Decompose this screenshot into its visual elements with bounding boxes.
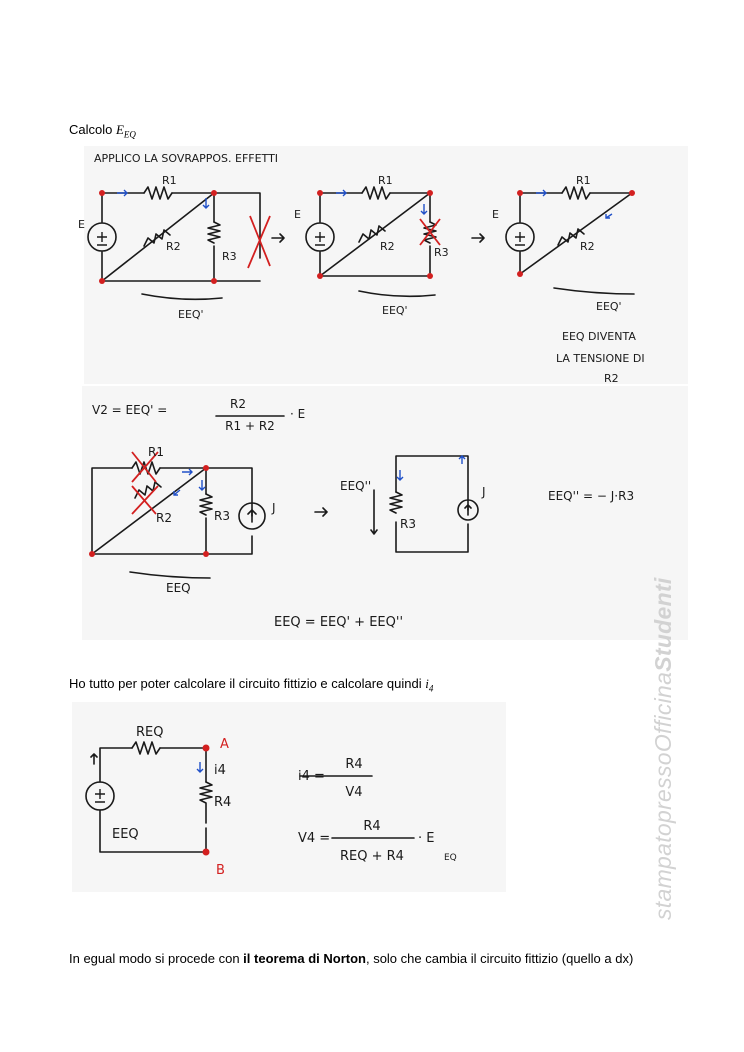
v4-formula-sub: EQ xyxy=(444,853,457,863)
i4-formula-den: V4 xyxy=(345,785,362,800)
sketch-caption: APPLICO LA SOVRAPPOS. EFFETTI xyxy=(94,152,278,165)
c4-r3-label: R3 xyxy=(214,509,230,523)
eeq-source-label: EEQ xyxy=(112,827,139,842)
c4-j-label: J xyxy=(271,501,276,515)
v2-tail: · E xyxy=(290,407,305,421)
c5-eeq-label: EEQ'' xyxy=(340,479,371,493)
c1-r1-label: R1 xyxy=(162,174,177,187)
c5-j-label: J xyxy=(481,485,486,499)
mid-var: i xyxy=(425,676,429,691)
superposition-sketch: APPLICO LA SOVRAPPOS. EFFETTI E R1 R2 R3… xyxy=(78,152,645,385)
bottom-bold: il teorema di Norton xyxy=(243,951,366,966)
note-line-2: LA TENSIONE DI xyxy=(556,352,645,365)
body-text-bottom: In egual modo si procede con il teorema … xyxy=(69,951,633,967)
eq-j-formula: EEQ'' = − J·R3 xyxy=(548,489,634,503)
c4-r1-label: R1 xyxy=(148,445,164,459)
c5-r3-label: R3 xyxy=(400,517,416,531)
v4-formula-num: R4 xyxy=(363,819,380,834)
c1-r2-label: R2 xyxy=(166,240,181,253)
heading-prefix: Calcolo xyxy=(69,122,116,137)
v2-lhs: V2 = EEQ' = xyxy=(92,403,167,417)
heading-var: E xyxy=(115,122,124,137)
watermark-b: Officina xyxy=(650,671,676,753)
c1-e-label: E xyxy=(78,218,85,231)
note-line-3: R2 xyxy=(604,372,619,385)
bottom-pre: In egual modo si procede con xyxy=(69,951,244,966)
c1-r3-label: R3 xyxy=(222,250,237,263)
c3-e-label: E xyxy=(492,208,499,221)
req-label: REQ xyxy=(136,725,163,740)
c2-r2-label: R2 xyxy=(380,240,395,253)
eeq-sum-formula: EEQ = EEQ' + EEQ'' xyxy=(274,615,403,630)
node-a-label: A xyxy=(220,737,229,752)
heading-sub: EQ xyxy=(123,129,136,140)
v2-numerator: R2 xyxy=(230,397,246,411)
c2-eeq-label: EEQ' xyxy=(382,304,408,317)
c4-r2-label: R2 xyxy=(156,511,172,525)
watermark-c: Studenti xyxy=(650,577,676,672)
v4-formula-lhs: V4 = xyxy=(298,831,330,846)
c2-r3-label: R3 xyxy=(434,246,449,259)
body-text-middle: Ho tutto per poter calcolare il circuito… xyxy=(69,676,433,697)
note-line-1: EEQ DIVENTA xyxy=(562,330,636,343)
c3-r2-label: R2 xyxy=(580,240,595,253)
sketch-panel-fictitious xyxy=(72,702,506,892)
c2-r1-label: R1 xyxy=(378,174,393,187)
v2-denominator: R1 + R2 xyxy=(225,419,275,433)
sketch-panel-norton-j xyxy=(82,386,688,640)
v4-formula-tail: · E xyxy=(418,831,434,846)
watermark: stampatopressoOfficinaStudenti xyxy=(650,577,677,920)
c4-eeq-label: EEQ xyxy=(166,581,191,595)
mid-text: Ho tutto per poter calcolare il circuito… xyxy=(69,676,426,691)
node-b-label: B xyxy=(216,863,225,878)
fictitious-circuit-sketch: REQ A B i4 R4 EEQ i4 = R4 V4 V4 = R4 REQ… xyxy=(85,725,457,878)
sketch-panel-superposition xyxy=(84,146,688,384)
section-heading: Calcolo EEQ xyxy=(69,122,136,143)
watermark-a: stampatopresso xyxy=(650,752,676,920)
mid-sub: 4 xyxy=(428,683,434,694)
v4-formula-den: REQ + R4 xyxy=(340,849,404,864)
r4-label: R4 xyxy=(214,795,231,810)
i4-formula-lhs: i4 = xyxy=(298,769,325,784)
c2-e-label: E xyxy=(294,208,301,221)
bottom-post: , solo che cambia il circuito fittizio (… xyxy=(365,951,634,966)
i4-formula-num: R4 xyxy=(345,757,362,772)
i4-label: i4 xyxy=(214,763,226,778)
c3-eeq-label: EEQ' xyxy=(596,300,622,313)
j-source-sketch: V2 = EEQ' = R2 R1 + R2 · E R1 R2 R3 J EE… xyxy=(89,397,634,630)
c1-eeq-label: EEQ' xyxy=(178,308,204,321)
c3-r1-label: R1 xyxy=(576,174,591,187)
